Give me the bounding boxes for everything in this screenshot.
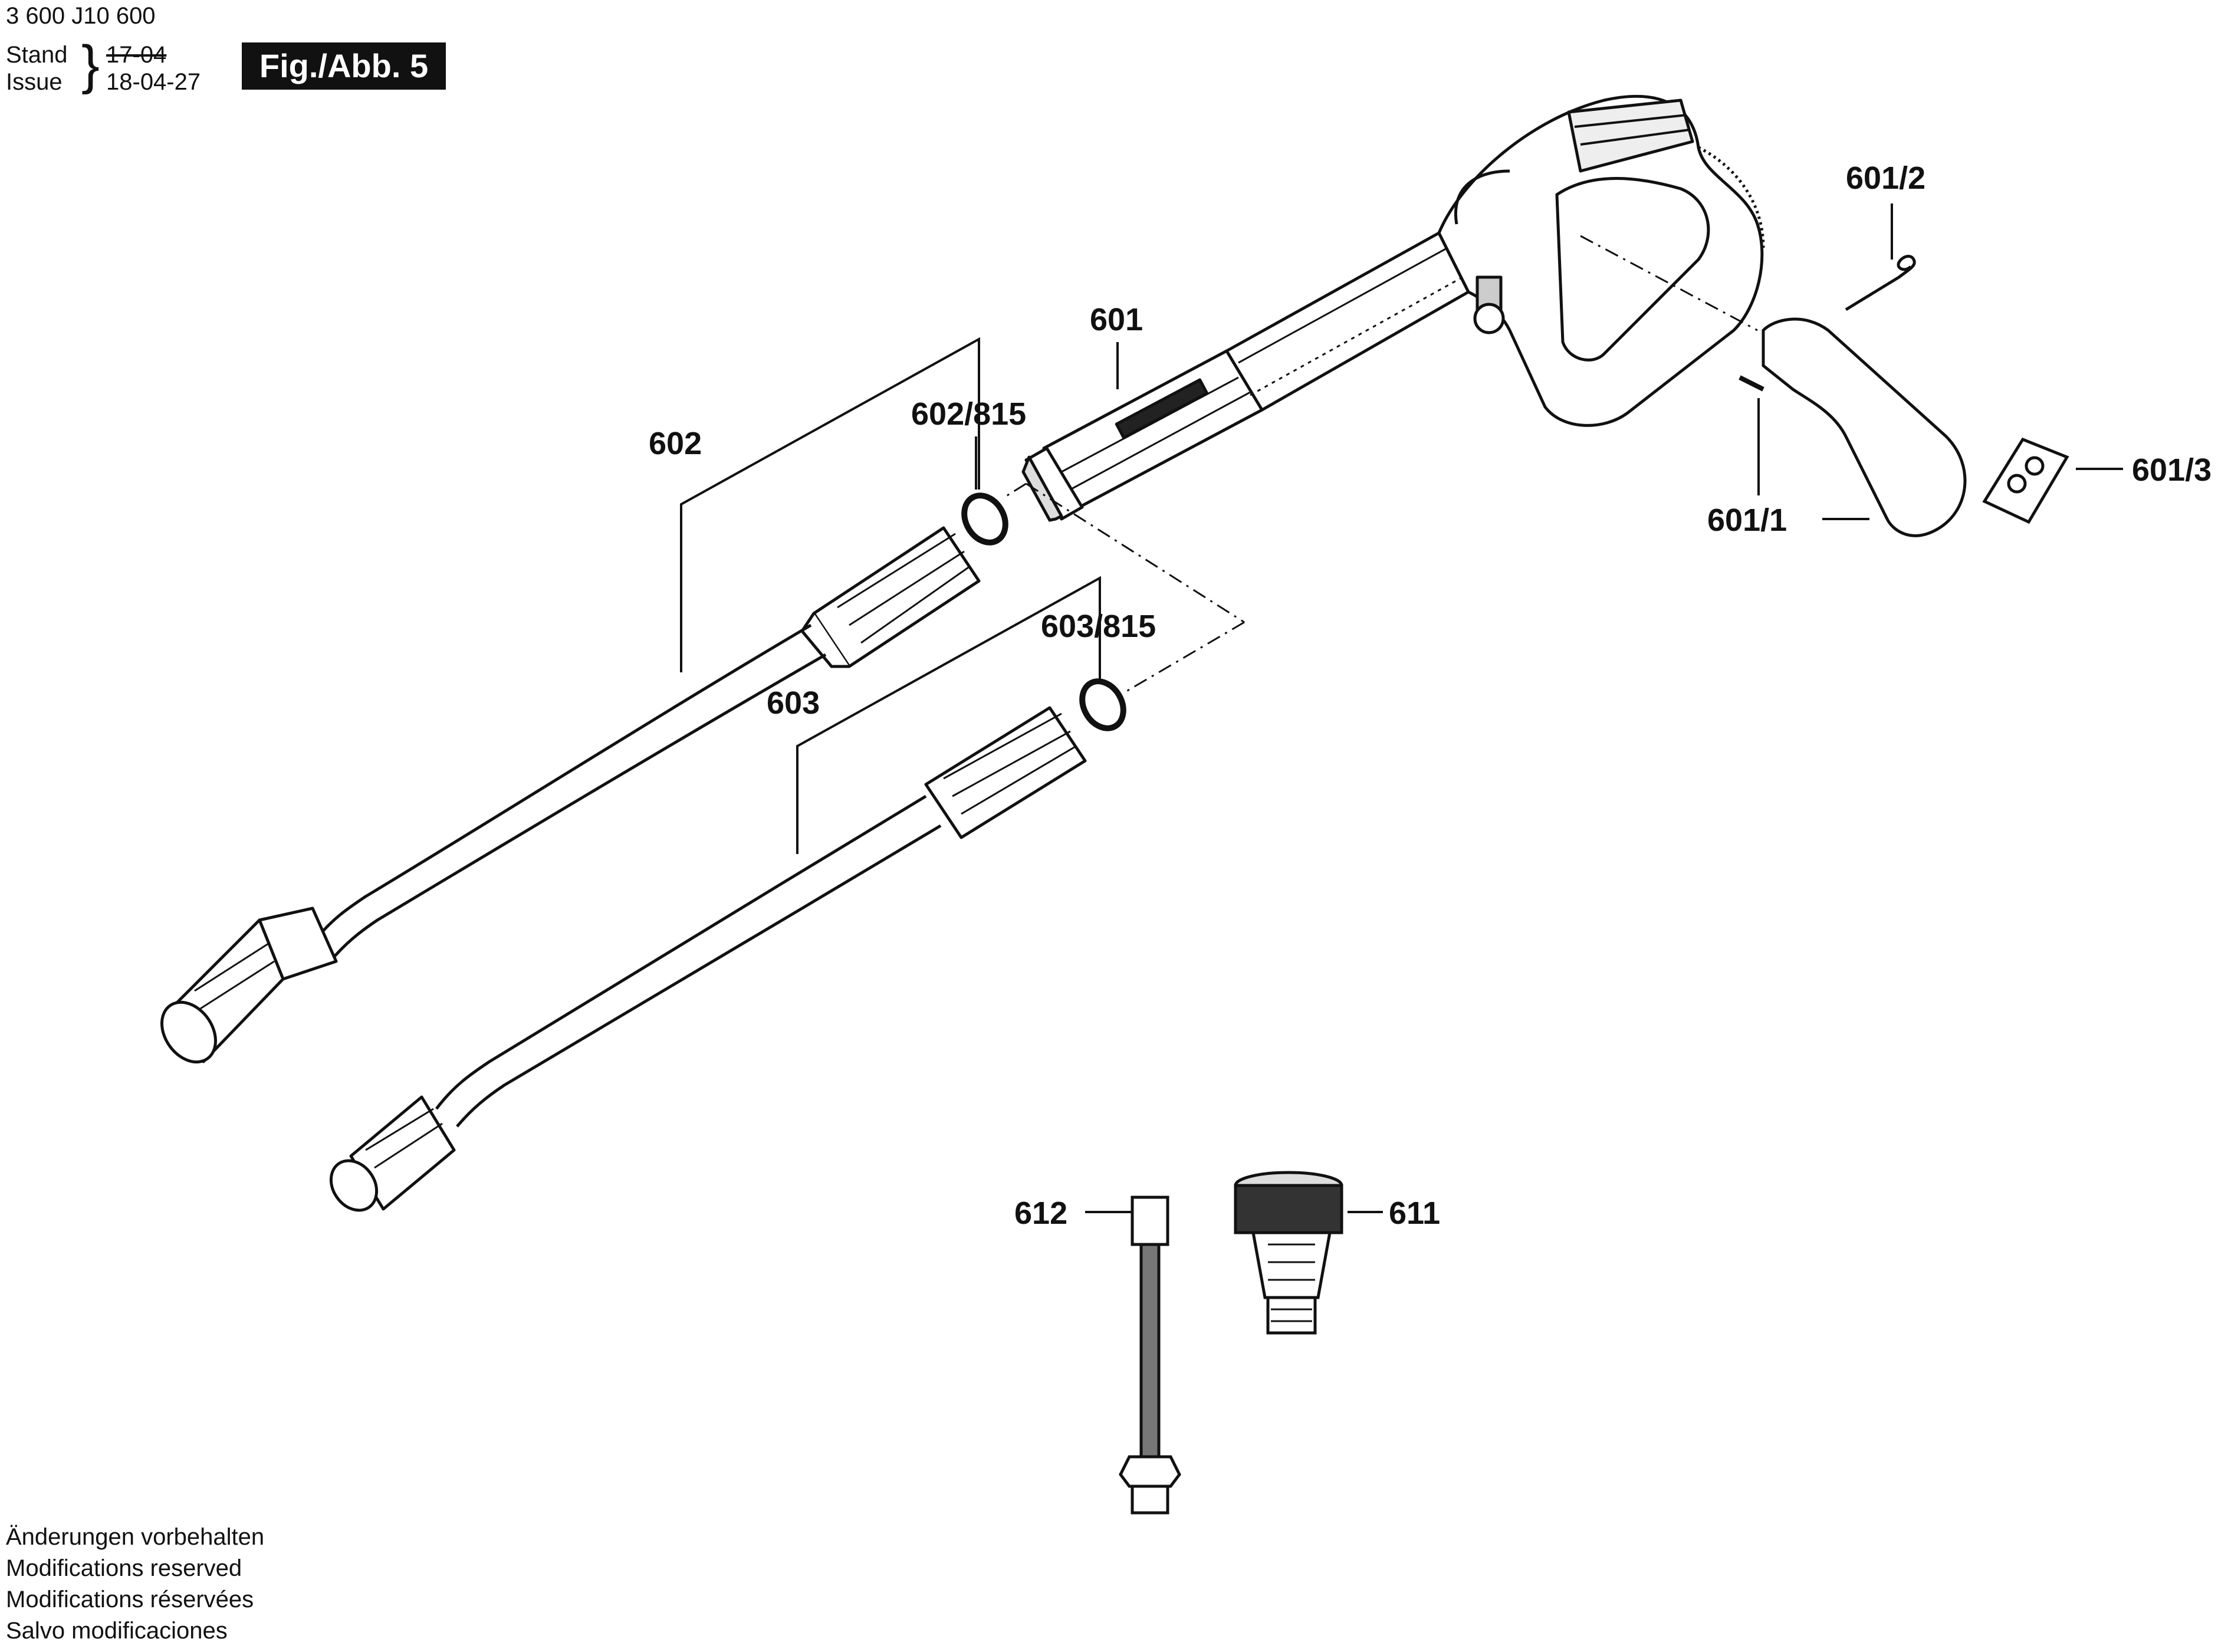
modifications-notice: Änderungen vorbehalten Modifications res… [6, 1522, 264, 1647]
leader-lines [680, 203, 2123, 1213]
issue-date: 18-04-27 [106, 69, 201, 95]
pin-601-1-drawing [1739, 375, 1764, 392]
document-number: 3 600 J10 600 [6, 3, 156, 29]
stand-label: Stand [6, 42, 68, 68]
notice-spanish: Salvo modificaciones [6, 1618, 228, 1644]
callout-611: 611 [1389, 1196, 1440, 1231]
callout-601-3: 601/3 [2132, 452, 2211, 488]
lock-601-3-drawing [1982, 437, 2069, 524]
callout-601-2: 601/2 [1846, 160, 1925, 196]
callout-612: 612 [1014, 1196, 1067, 1231]
spring-601-2-drawing [1845, 255, 1916, 311]
notice-english: Modifications reserved [6, 1555, 242, 1581]
adapter-hose-612-drawing [1119, 1196, 1181, 1515]
old-stand-date: 17-04 [106, 42, 167, 68]
alignment-lines [1002, 235, 1758, 694]
water-filter-611-drawing [1234, 1171, 1343, 1335]
o-ring-602-815-drawing [961, 492, 1008, 546]
brace-symbol: } [81, 35, 100, 95]
callout-602: 602 [649, 426, 702, 461]
callout-602-815: 602/815 [911, 396, 1026, 432]
figure-label: Fig./Abb. 5 [242, 42, 446, 90]
lance-603-drawing [329, 706, 1087, 1212]
lance-602-drawing [160, 526, 981, 1064]
callout-603-815: 603/815 [1041, 609, 1156, 644]
callout-601-1: 601/1 [1707, 503, 1787, 538]
issue-label: Issue [6, 69, 63, 95]
callout-603: 603 [767, 685, 820, 721]
spray-gun-601-drawing [1021, 95, 1765, 522]
notice-german: Änderungen vorbehalten [6, 1524, 265, 1550]
o-ring-603-815-drawing [1079, 678, 1126, 731]
notice-french: Modifications réservées [6, 1587, 254, 1612]
trigger-601-1-drawing [1762, 317, 1967, 537]
callout-601: 601 [1090, 302, 1143, 337]
